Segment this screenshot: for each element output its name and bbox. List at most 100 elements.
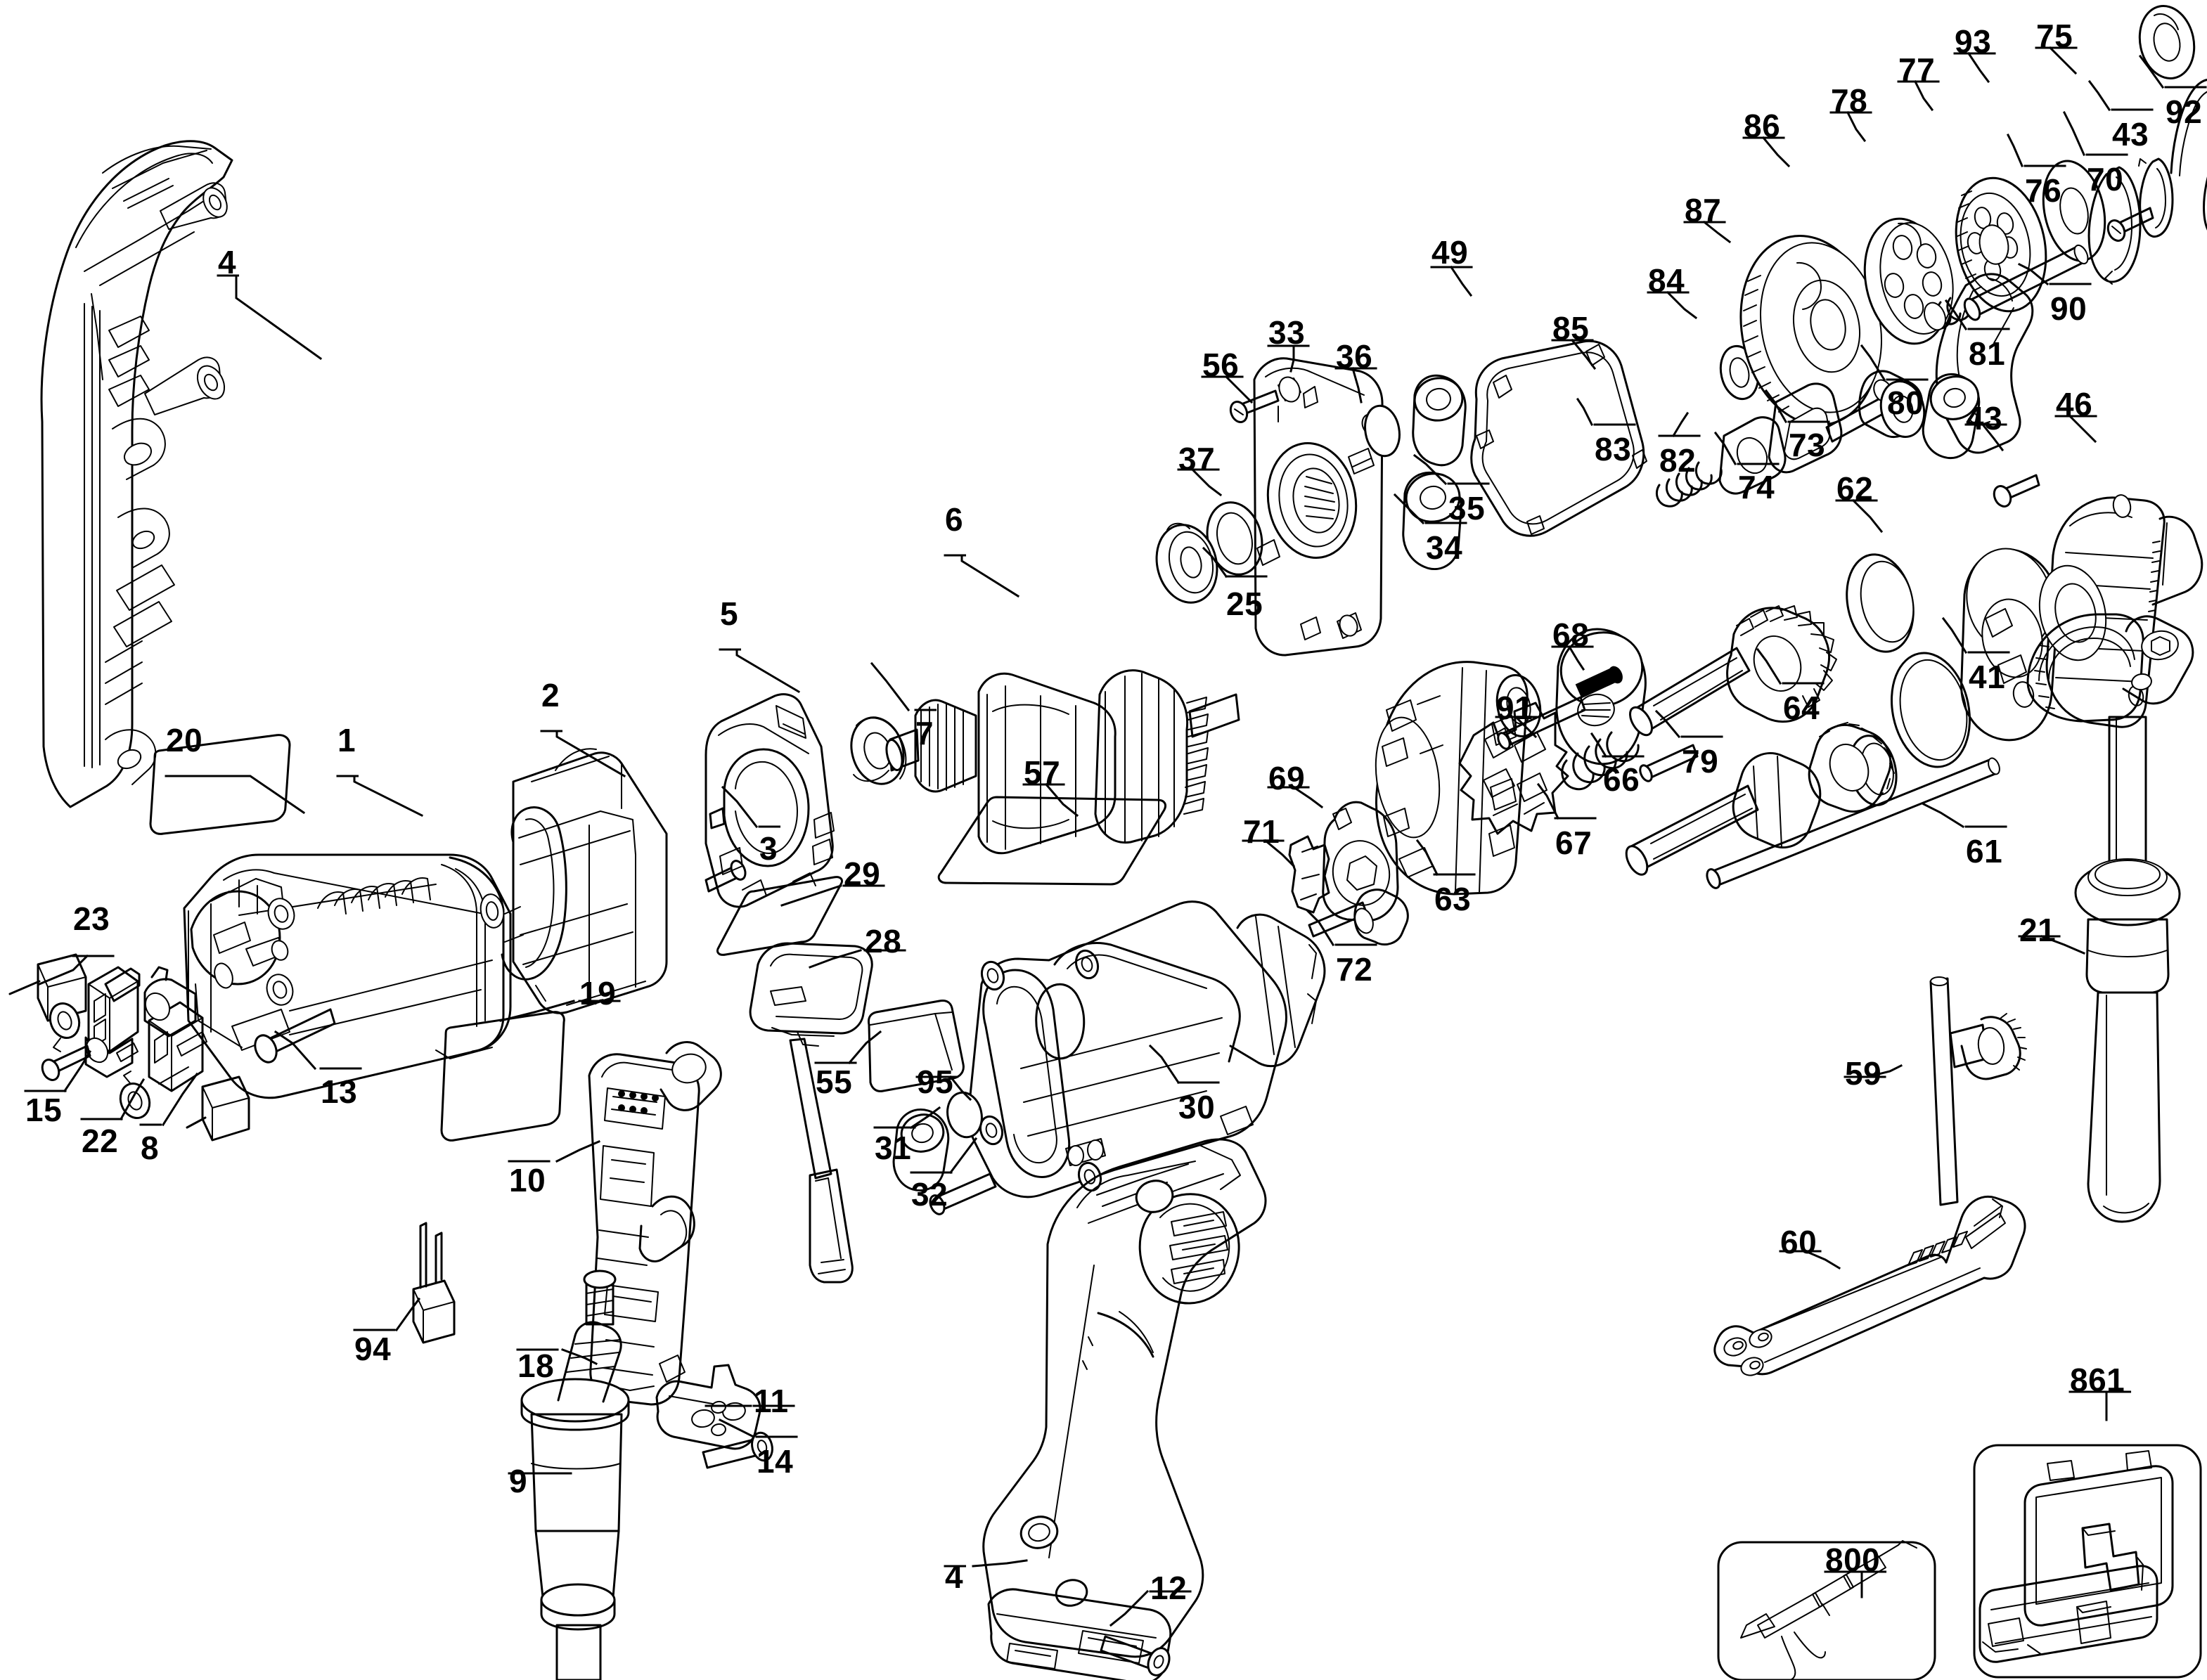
part-callout-33: 33 xyxy=(1268,314,1306,351)
part-callout-73: 73 xyxy=(1789,427,1826,463)
part-callout-81: 81 xyxy=(1969,335,2006,372)
part-callout-90: 90 xyxy=(2050,290,2087,327)
part-32-pin xyxy=(929,1172,997,1215)
part-callout-69: 69 xyxy=(1268,760,1306,796)
part-callout-94: 94 xyxy=(354,1331,392,1367)
part-62-seal-ring-outer xyxy=(1846,553,1915,653)
part-callout-70: 70 xyxy=(2087,161,2124,198)
part-callout-72: 72 xyxy=(1336,951,1373,988)
part-56-screw xyxy=(1229,389,1280,424)
part-callout-57: 57 xyxy=(1024,754,1061,791)
part-callout-14: 14 xyxy=(757,1443,794,1480)
part-60-depth-rod-strap xyxy=(1713,1196,2026,1376)
part-5-baffle xyxy=(704,693,835,908)
part-callout-35: 35 xyxy=(1448,490,1486,526)
part-64-spindle xyxy=(1625,722,1895,876)
part-callout-86: 86 xyxy=(1744,108,1781,144)
part-35-bushing xyxy=(1412,374,1467,467)
part-callout-37: 37 xyxy=(1178,441,1216,477)
part-callout-22: 22 xyxy=(82,1123,119,1159)
part-7-bearing xyxy=(850,716,907,785)
part-29-label xyxy=(716,876,844,956)
part-1-motor-housing xyxy=(183,853,512,1099)
part-41-o-ring xyxy=(1890,652,1971,768)
part-callout-41: 41 xyxy=(1969,659,2006,695)
part-callout-8: 8 xyxy=(141,1130,160,1166)
part-callout-46: 46 xyxy=(2056,386,2093,422)
part-callout-800: 800 xyxy=(1825,1542,1881,1578)
part-callout-13: 13 xyxy=(321,1073,358,1110)
part-callout-34: 34 xyxy=(1426,529,1463,566)
part-800-grease-gun xyxy=(1717,1540,1936,1680)
part-70-retaining-ring xyxy=(2138,157,2174,238)
part-4-handle-shell-right xyxy=(982,1138,1267,1680)
part-callout-71: 71 xyxy=(1243,813,1280,850)
part-callout-55: 55 xyxy=(816,1064,853,1100)
part-callout-76: 76 xyxy=(2025,172,2062,209)
part-callout-15: 15 xyxy=(25,1092,63,1128)
part-59-chuck-key xyxy=(1929,976,2027,1206)
part-callout-78: 78 xyxy=(1831,82,1868,119)
part-callout-18: 18 xyxy=(517,1348,555,1384)
part-57-label xyxy=(937,796,1167,886)
part-8-brush-holder-lower xyxy=(143,966,207,1092)
part-callout-77: 77 xyxy=(1898,51,1936,88)
part-callout-23: 23 xyxy=(73,900,110,937)
part-71-clip xyxy=(1288,835,1330,914)
part-4-handle-shell-left xyxy=(40,140,233,808)
part-callout-12: 12 xyxy=(1150,1570,1188,1606)
part-callout-11: 11 xyxy=(754,1383,789,1419)
part-22-brush-spring-upper xyxy=(49,1002,81,1052)
part-callout-74: 74 xyxy=(1738,469,1775,505)
part-46-chuck xyxy=(2038,494,2203,728)
part-callout-83: 83 xyxy=(1595,431,1632,467)
part-callout-59: 59 xyxy=(1845,1055,1882,1092)
part-86-gear-large xyxy=(1739,234,1882,427)
part-92-washer xyxy=(2138,5,2196,79)
part-861-kit-box xyxy=(1973,1444,2202,1679)
part-callout-25: 25 xyxy=(1226,586,1263,622)
part-75-wave-spring xyxy=(2170,79,2207,231)
part-36-seal xyxy=(1364,404,1401,458)
part-callout-63: 63 xyxy=(1434,881,1472,917)
part-callout-93: 93 xyxy=(1955,23,1992,60)
part-callout-29: 29 xyxy=(844,855,881,892)
part-callout-28: 28 xyxy=(865,923,902,959)
part-9-cord-sleeve xyxy=(520,1378,630,1680)
part-20-nameplate xyxy=(149,734,291,835)
part-callout-87: 87 xyxy=(1685,192,1722,228)
part-21-side-handle xyxy=(2026,613,2194,1223)
part-43-screw-top xyxy=(2106,207,2154,242)
part-callout-43: 43 xyxy=(2112,116,2149,153)
part-8-brush-holder-upper xyxy=(84,966,141,1078)
armature-pinion xyxy=(1094,669,1209,844)
part-callout-75: 75 xyxy=(2036,18,2073,54)
part-callout-19: 19 xyxy=(579,975,617,1012)
part-callout-4: 4 xyxy=(218,244,237,280)
part-68-pin xyxy=(1575,666,1623,699)
part-callout-30: 30 xyxy=(1178,1089,1216,1125)
part-callout-4: 4 xyxy=(945,1558,964,1595)
part-callout-43: 43 xyxy=(1966,400,2003,437)
part-callout-84: 84 xyxy=(1648,262,1685,299)
part-callout-80: 80 xyxy=(1887,385,1924,421)
part-callout-66: 66 xyxy=(1603,761,1640,798)
part-callout-82: 82 xyxy=(1659,442,1697,479)
part-callout-64: 64 xyxy=(1783,690,1820,726)
part-94-terminal xyxy=(412,1222,456,1344)
part-callout-9: 9 xyxy=(509,1463,528,1499)
part-49-gasket xyxy=(1470,340,1647,537)
part-callout-95: 95 xyxy=(917,1064,954,1100)
part-callout-5: 5 xyxy=(720,595,739,632)
part-2-field-stator xyxy=(501,748,668,1014)
part-callout-49: 49 xyxy=(1431,234,1469,271)
part-callout-60: 60 xyxy=(1780,1224,1817,1260)
part-callout-91: 91 xyxy=(1496,690,1533,726)
part-82-spring xyxy=(1656,461,1723,508)
part-callout-3: 3 xyxy=(759,830,778,867)
part-10-switch xyxy=(588,1041,722,1406)
part-callout-2: 2 xyxy=(541,677,560,713)
part-callout-861: 861 xyxy=(2070,1362,2125,1398)
